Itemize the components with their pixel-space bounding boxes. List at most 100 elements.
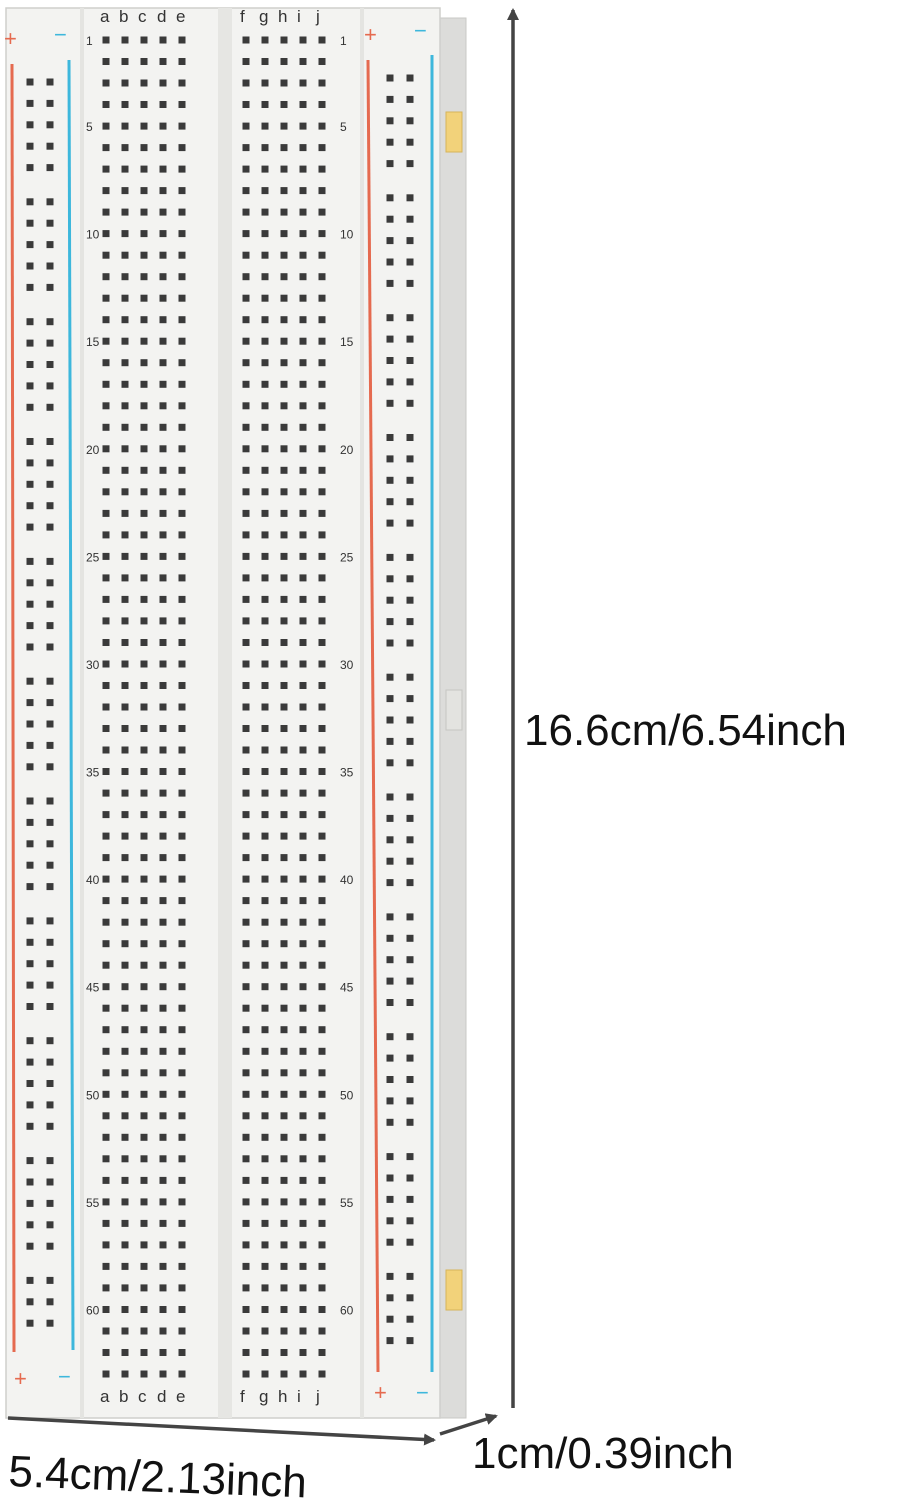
terminal-hole[interactable] xyxy=(299,380,307,388)
rail-hole[interactable] xyxy=(406,759,414,767)
terminal-hole[interactable] xyxy=(159,294,167,302)
terminal-hole[interactable] xyxy=(242,1026,250,1034)
terminal-hole[interactable] xyxy=(318,380,326,388)
terminal-hole[interactable] xyxy=(121,983,129,991)
rail-hole[interactable] xyxy=(46,382,54,390)
terminal-hole[interactable] xyxy=(121,337,129,345)
terminal-hole[interactable] xyxy=(299,961,307,969)
terminal-hole[interactable] xyxy=(140,552,148,560)
terminal-hole[interactable] xyxy=(242,1112,250,1120)
terminal-hole[interactable] xyxy=(178,789,186,797)
terminal-hole[interactable] xyxy=(121,789,129,797)
terminal-hole[interactable] xyxy=(140,1241,148,1249)
terminal-hole[interactable] xyxy=(159,639,167,646)
terminal-hole[interactable] xyxy=(159,1198,167,1206)
terminal-hole[interactable] xyxy=(318,165,326,173)
rail-hole[interactable] xyxy=(26,960,34,968)
terminal-hole[interactable] xyxy=(280,617,288,625)
rail-hole[interactable] xyxy=(386,639,394,647)
rail-hole[interactable] xyxy=(386,455,394,463)
rail-hole[interactable] xyxy=(406,1153,414,1161)
terminal-hole[interactable] xyxy=(280,918,288,926)
terminal-hole[interactable] xyxy=(140,36,148,44)
terminal-hole[interactable] xyxy=(242,509,250,517)
terminal-hole[interactable] xyxy=(299,768,307,775)
terminal-hole[interactable] xyxy=(121,918,129,926)
terminal-hole[interactable] xyxy=(178,1133,186,1141)
terminal-hole[interactable] xyxy=(242,423,250,431)
terminal-hole[interactable] xyxy=(102,1026,110,1034)
terminal-hole[interactable] xyxy=(140,144,148,152)
rail-hole[interactable] xyxy=(386,1097,394,1105)
terminal-hole[interactable] xyxy=(299,466,307,474)
terminal-hole[interactable] xyxy=(140,251,148,259)
terminal-hole[interactable] xyxy=(280,251,288,259)
terminal-hole[interactable] xyxy=(299,1198,307,1206)
rail-hole[interactable] xyxy=(26,938,34,946)
terminal-hole[interactable] xyxy=(318,79,326,87)
terminal-hole[interactable] xyxy=(242,574,250,582)
terminal-hole[interactable] xyxy=(102,1241,110,1249)
rail-hole[interactable] xyxy=(386,519,394,527)
rail-hole[interactable] xyxy=(406,596,414,604)
rail-hole[interactable] xyxy=(406,695,414,703)
terminal-hole[interactable] xyxy=(242,273,250,281)
terminal-hole[interactable] xyxy=(242,359,250,367)
terminal-hole[interactable] xyxy=(318,294,326,302)
terminal-hole[interactable] xyxy=(280,940,288,948)
terminal-hole[interactable] xyxy=(261,531,269,539)
terminal-hole[interactable] xyxy=(159,875,167,883)
rail-hole[interactable] xyxy=(386,1315,394,1323)
terminal-hole[interactable] xyxy=(299,725,307,732)
rail-hole[interactable] xyxy=(46,861,54,869)
terminal-hole[interactable] xyxy=(318,1047,326,1055)
terminal-hole[interactable] xyxy=(159,1069,167,1077)
terminal-hole[interactable] xyxy=(102,832,110,840)
terminal-hole[interactable] xyxy=(299,746,307,754)
terminal-hole[interactable] xyxy=(242,552,250,560)
terminal-hole[interactable] xyxy=(178,531,186,539)
terminal-hole[interactable] xyxy=(121,940,129,948)
terminal-hole[interactable] xyxy=(261,725,269,732)
terminal-hole[interactable] xyxy=(280,983,288,991)
terminal-hole[interactable] xyxy=(318,58,326,65)
terminal-hole[interactable] xyxy=(299,682,307,689)
terminal-hole[interactable] xyxy=(102,703,110,711)
rail-hole[interactable] xyxy=(26,1319,34,1327)
terminal-hole[interactable] xyxy=(102,595,110,603)
terminal-hole[interactable] xyxy=(242,1176,250,1184)
rail-hole[interactable] xyxy=(406,1238,414,1246)
terminal-hole[interactable] xyxy=(140,337,148,345)
terminal-hole[interactable] xyxy=(299,359,307,367)
terminal-hole[interactable] xyxy=(102,101,110,108)
terminal-hole[interactable] xyxy=(299,144,307,152)
terminal-hole[interactable] xyxy=(261,230,269,238)
rail-hole[interactable] xyxy=(386,476,394,484)
terminal-hole[interactable] xyxy=(140,983,148,991)
rail-hole[interactable] xyxy=(46,219,54,227)
rail-hole[interactable] xyxy=(406,673,414,681)
rail-hole[interactable] xyxy=(406,618,414,626)
terminal-hole[interactable] xyxy=(242,1069,250,1077)
terminal-hole[interactable] xyxy=(140,1284,148,1292)
rail-hole[interactable] xyxy=(46,797,54,805)
terminal-hole[interactable] xyxy=(318,595,326,603)
terminal-hole[interactable] xyxy=(178,639,186,646)
terminal-hole[interactable] xyxy=(261,1198,269,1206)
terminal-hole[interactable] xyxy=(318,144,326,152)
rail-hole[interactable] xyxy=(46,579,54,587)
terminal-hole[interactable] xyxy=(121,251,129,259)
terminal-hole[interactable] xyxy=(102,983,110,991)
terminal-hole[interactable] xyxy=(299,531,307,539)
rail-hole[interactable] xyxy=(46,438,54,445)
terminal-hole[interactable] xyxy=(159,682,167,689)
terminal-hole[interactable] xyxy=(140,1219,148,1227)
rail-hole[interactable] xyxy=(386,1294,394,1302)
terminal-hole[interactable] xyxy=(102,897,110,905)
terminal-hole[interactable] xyxy=(121,725,129,732)
rail-hole[interactable] xyxy=(26,164,34,172)
terminal-hole[interactable] xyxy=(280,1349,288,1356)
terminal-hole[interactable] xyxy=(121,1069,129,1077)
terminal-hole[interactable] xyxy=(159,1284,167,1292)
rail-hole[interactable] xyxy=(46,99,54,107)
